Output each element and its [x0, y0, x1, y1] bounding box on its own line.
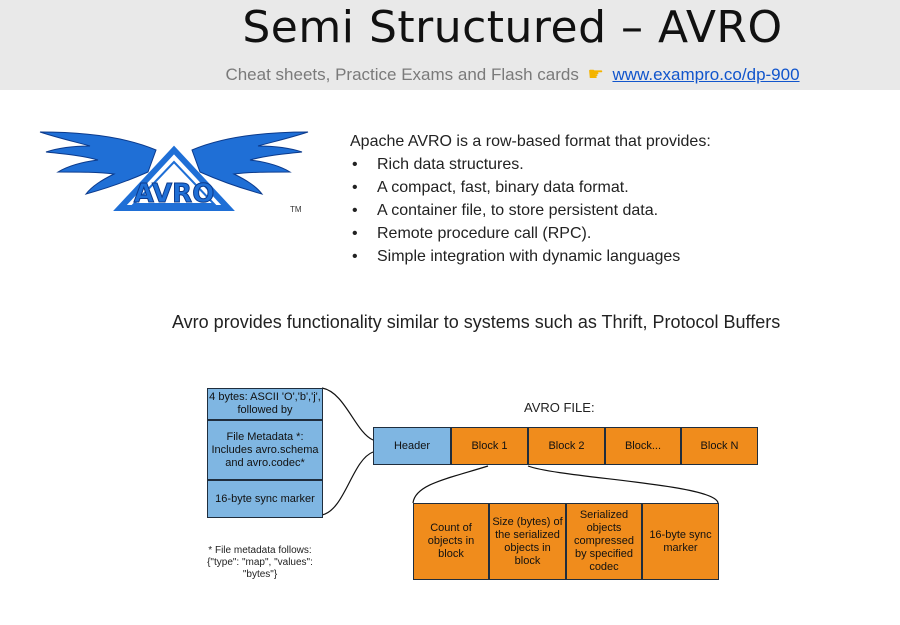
header-sync-marker-cell: 16-byte sync marker	[207, 480, 323, 518]
feature-item: Remote procedure call (RPC).	[350, 222, 711, 245]
trademark-mark: TM	[290, 205, 302, 214]
block-connector-right	[527, 465, 719, 504]
intro-block: Apache AVRO is a row-based format that p…	[350, 130, 711, 268]
block-size-cell: Size (bytes) of the serialized objects i…	[489, 503, 566, 580]
feature-item: Simple integration with dynamic language…	[350, 245, 711, 268]
file-block-cell: Block N	[681, 427, 758, 465]
title-banner	[0, 0, 900, 90]
file-header-cell: Header	[373, 427, 451, 465]
file-block-cell: Block...	[605, 427, 681, 465]
feature-item: A compact, fast, binary data format.	[350, 176, 711, 199]
block-sync-marker-cell: 16-byte sync marker	[642, 503, 719, 580]
avro-file-label: AVRO FILE:	[524, 400, 595, 415]
subtitle-text: Cheat sheets, Practice Exams and Flash c…	[225, 65, 579, 84]
page-title: Semi Structured – AVRO	[242, 2, 783, 53]
feature-item: Rich data structures.	[350, 153, 711, 176]
block-count-cell: Count of objects in block	[413, 503, 489, 580]
metadata-footnote: * File metadata follows: {"type": "map",…	[207, 545, 313, 580]
file-metadata-cell: File Metadata *: Includes avro.schema an…	[207, 420, 323, 480]
logo-wordmark: AVRO	[134, 179, 215, 209]
pointing-hand-icon: ☛	[587, 64, 604, 84]
header-connector-top	[321, 387, 374, 441]
header-connector-bottom	[321, 451, 374, 516]
block-connector-left	[412, 465, 489, 504]
subtitle-line: Cheat sheets, Practice Exams and Flash c…	[0, 64, 900, 85]
magic-bytes-cell: 4 bytes: ASCII 'O','b','j', followed by	[207, 388, 323, 420]
avro-logo: AVRO TM	[39, 131, 309, 214]
similar-systems-text: Avro provides functionality similar to s…	[172, 312, 781, 332]
exampro-link[interactable]: www.exampro.co/dp-900	[612, 65, 800, 84]
file-block-cell: Block 2	[528, 427, 605, 465]
feature-list: Rich data structures. A compact, fast, b…	[350, 153, 711, 268]
feature-item: A container file, to store persistent da…	[350, 199, 711, 222]
block-objects-cell: Serialized objects compressed by specifi…	[566, 503, 642, 580]
file-block-cell: Block 1	[451, 427, 528, 465]
intro-lead: Apache AVRO is a row-based format that p…	[350, 133, 711, 150]
